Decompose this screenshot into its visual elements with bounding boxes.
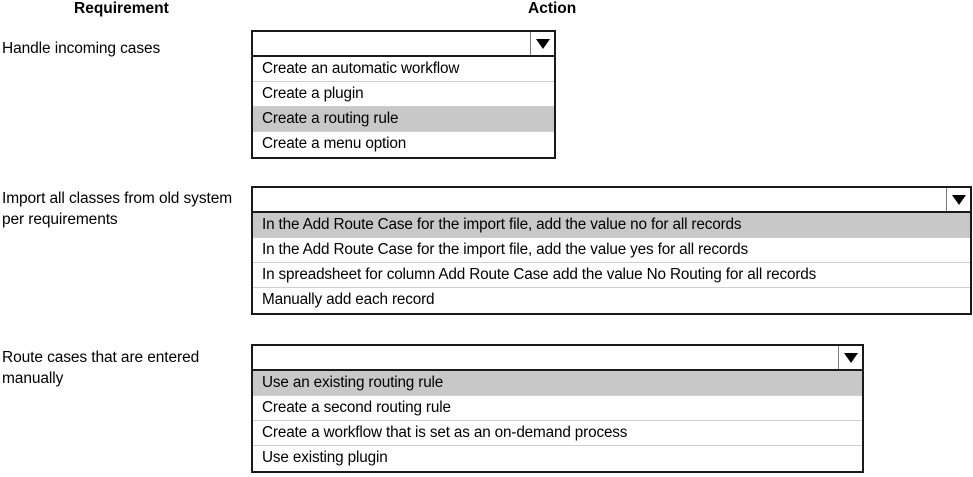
dropdown-option-2-2[interactable]: Create a workflow that is set as an on-d… [253,421,862,446]
dropdown-option-2-0[interactable]: Use an existing routing rule [253,371,862,396]
dropdown-option-2-1[interactable]: Create a second routing rule [253,396,862,421]
dropdown-option-1-3[interactable]: Manually add each record [253,288,970,313]
dropdown-option-0-3[interactable]: Create a menu option [253,132,554,157]
dropdown-option-1-2[interactable]: In spreadsheet for column Add Route Case… [253,263,970,288]
requirement-label-1: Import all classes from old system per r… [2,190,233,228]
requirement-label-2: Route cases that are entered manually [2,349,200,387]
action-dropdown-0[interactable]: Create an automatic workflow Create a pl… [251,30,556,159]
dropdown-option-0-1[interactable]: Create a plugin [253,82,554,107]
chevron-down-icon [535,38,550,49]
dropdown-option-1-0[interactable]: In the Add Route Case for the import fil… [253,213,970,238]
dropdown-option-1-1[interactable]: In the Add Route Case for the import fil… [253,238,970,263]
dropdown-field-1[interactable] [251,186,972,213]
dropdown-selected-value-2 [253,346,838,369]
dropdown-option-2-3[interactable]: Use existing plugin [253,446,862,471]
dropdown-option-list-2[interactable]: Use an existing routing rule Create a se… [251,371,864,473]
dropdown-toggle-button-2[interactable] [838,346,862,369]
dropdown-field-2[interactable] [251,344,864,371]
dropdown-option-list-0[interactable]: Create an automatic workflow Create a pl… [251,57,556,159]
dropdown-toggle-button-0[interactable] [530,32,554,55]
dropdown-option-0-2[interactable]: Create a routing rule [253,107,554,132]
dropdown-toggle-button-1[interactable] [946,188,970,211]
column-header-requirement: Requirement [74,0,169,17]
dropdown-option-0-0[interactable]: Create an automatic workflow [253,57,554,82]
chevron-down-icon [843,352,858,363]
requirement-label-0: Handle incoming cases [2,40,161,57]
chevron-down-icon [951,194,966,205]
dropdown-selected-value-0 [253,32,530,55]
dropdown-selected-value-1 [253,188,946,211]
dropdown-field-0[interactable] [251,30,556,57]
dropdown-option-list-1[interactable]: In the Add Route Case for the import fil… [251,213,972,315]
action-dropdown-2[interactable]: Use an existing routing rule Create a se… [251,344,864,473]
action-dropdown-1[interactable]: In the Add Route Case for the import fil… [251,186,972,315]
column-header-action: Action [528,0,577,17]
